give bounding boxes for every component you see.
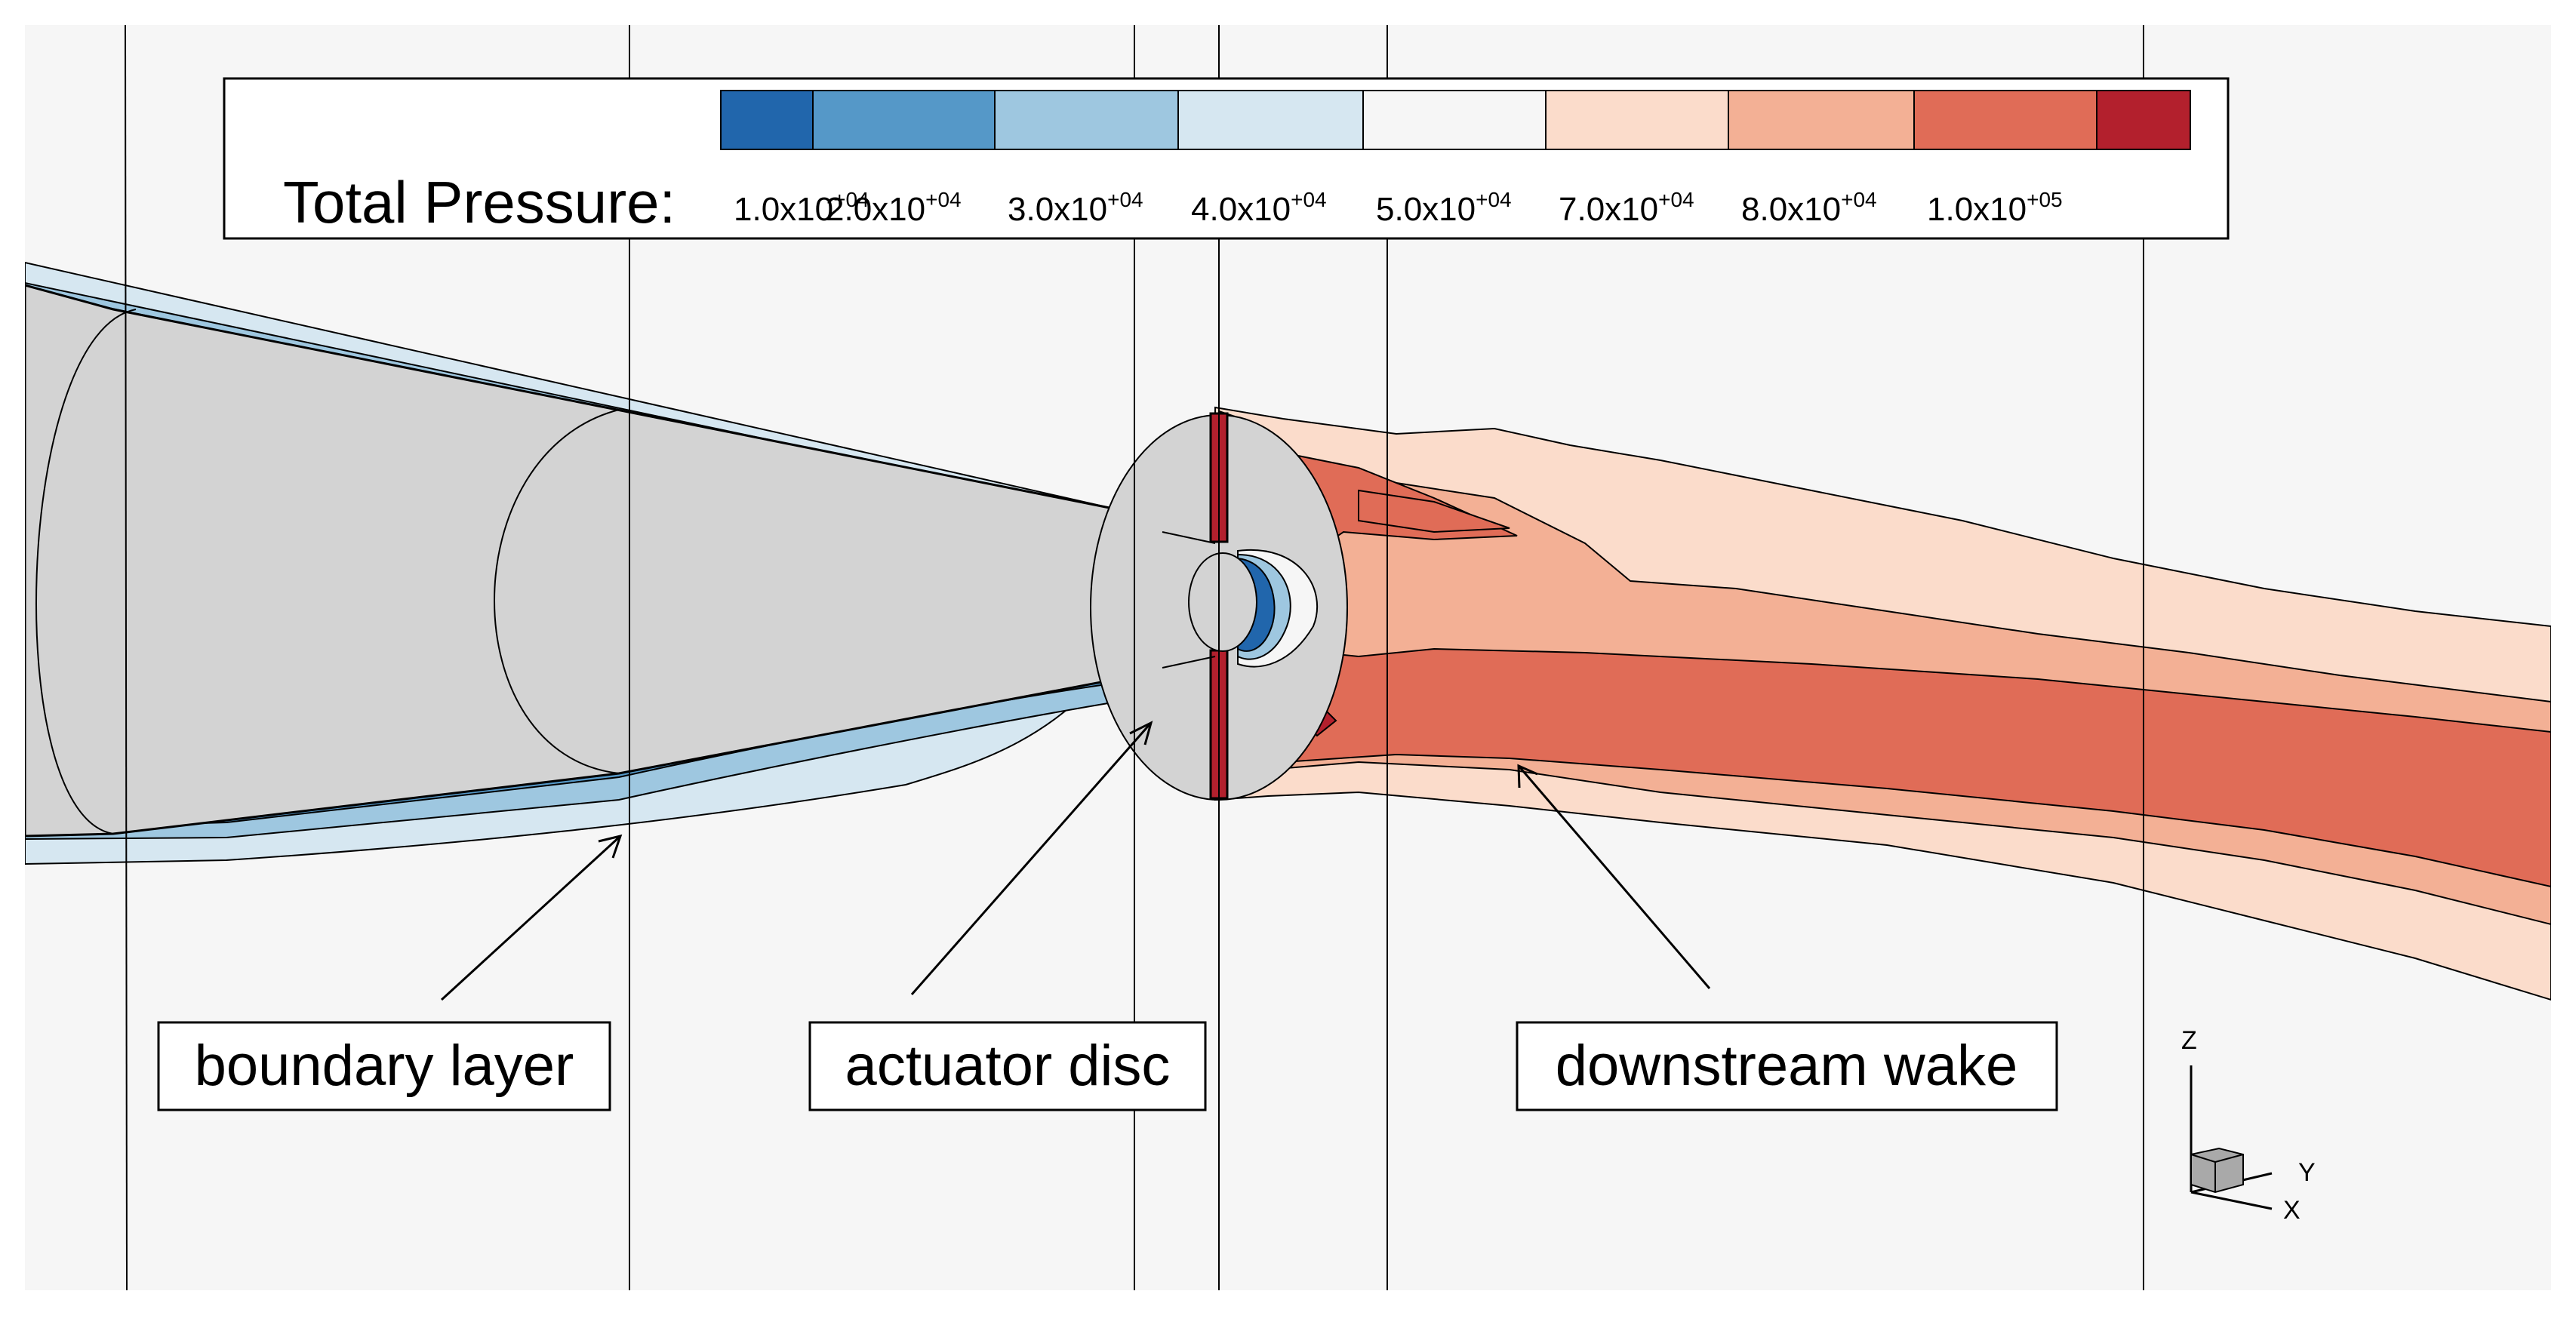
downstream-wake-label: downstream wake: [1556, 1034, 2018, 1098]
legend-swatch: [1728, 90, 1915, 150]
legend-swatch: [1362, 90, 1547, 150]
hub-nose: [1188, 552, 1257, 652]
actuator-disc-arrow: [910, 722, 1153, 995]
axis-y-label: Y: [2298, 1158, 2316, 1187]
legend-tick-label: 5.0x10+04: [1376, 188, 1512, 228]
axis-cube-icon: [2190, 1147, 2244, 1194]
legend-title: Total Pressure:: [283, 169, 676, 235]
hub-nose-line-lower: [1162, 656, 1216, 669]
legend-swatch: [1177, 90, 1364, 150]
annotation-arrows: [440, 721, 1711, 1001]
legend-tick-label: 2.0x10+04: [826, 188, 962, 228]
downstream-wake-arrow: [1517, 765, 1711, 989]
legend-tick-label: 3.0x10+04: [1008, 188, 1143, 228]
legend-tick-label: 4.0x10+04: [1191, 188, 1327, 228]
hub-section-ring-mid: [494, 409, 620, 774]
legend-swatch: [812, 90, 996, 150]
legend-swatch: [1545, 90, 1729, 150]
legend-swatch: [994, 90, 1179, 150]
boundary-layer-arrow: [440, 835, 622, 1001]
legend-swatches: [720, 90, 2191, 150]
boundary-layer-label: boundary layer: [195, 1034, 574, 1098]
legend-tick-label: 1.0x10+04: [734, 188, 869, 228]
hub-section-ring-left: [35, 309, 137, 835]
legend-swatch: [720, 90, 814, 150]
axis-x-label: X: [2283, 1196, 2301, 1225]
legend-tick-label: 8.0x10+04: [1741, 188, 1877, 228]
legend-tick-label: 1.0x10+05: [1927, 188, 2063, 228]
hub-nose-line-upper: [1162, 531, 1216, 544]
slice-line: [125, 25, 128, 1290]
wake-peak-streak: [1358, 489, 1510, 533]
legend: Total Pressure: 1.0x10+042.0x10+04 3.0x10…: [223, 77, 2230, 240]
axis-z-label: Z: [2181, 1026, 2197, 1055]
legend-swatch: [1913, 90, 2097, 150]
legend-tick-label: 7.0x10+04: [1559, 188, 1694, 228]
axis-triad: Z Y X: [2181, 1026, 2316, 1225]
hub-body: [25, 284, 1119, 838]
wake-contour-100k: [1222, 429, 2551, 888]
downstream-wake-label-box: [1516, 1021, 2058, 1111]
actuator-disc-label-box: [808, 1021, 1207, 1111]
boundary-layer-label-box: [157, 1021, 611, 1111]
legend-swatch: [2096, 90, 2191, 150]
legend-labels: 1.0x10+042.0x10+04 3.0x10+04 4.0x10+04 5.0x…: [734, 188, 2063, 228]
actuator-disc-label: actuator disc: [845, 1034, 1171, 1098]
